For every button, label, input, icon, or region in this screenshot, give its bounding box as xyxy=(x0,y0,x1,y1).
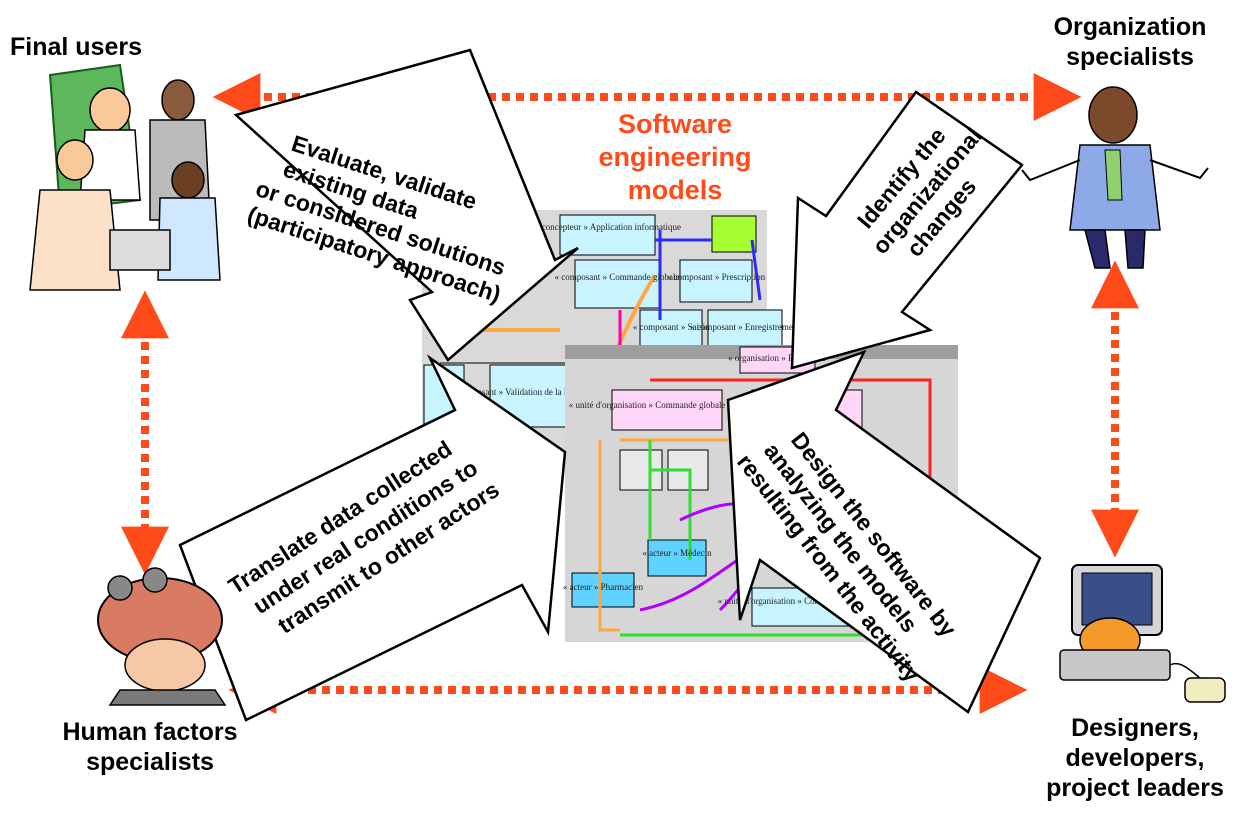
box-text: « acteur » Pharmacien xyxy=(563,582,644,592)
box-text: « composant » Enregistrement xyxy=(690,322,800,332)
designer-illustration xyxy=(1059,564,1226,703)
actor-label-designers: Designers, developers, project leaders xyxy=(1020,713,1250,803)
organization-specialist-illustration xyxy=(1021,86,1209,269)
box-text: « composant » Commande globale xyxy=(555,272,680,282)
box-text: « composant » Validation de la Prescript… xyxy=(451,387,608,397)
actor-label-line: Human factors xyxy=(62,718,238,746)
actor-label-line: project leaders xyxy=(1046,774,1224,802)
actor-label-organization: Organization specialists xyxy=(1010,12,1250,72)
box-text: « composant » Saisie xyxy=(633,322,709,332)
center-title-line: Software xyxy=(617,109,733,139)
callout-identify: Identify the organizational changes xyxy=(790,90,1024,370)
actor-label-line: specialists xyxy=(1066,43,1194,71)
actor-label-line: Organization xyxy=(1053,13,1207,41)
box-text: « acteur » Médecin xyxy=(642,548,712,558)
box-text: « unité d'organisation » Commande global… xyxy=(569,400,765,410)
center-title-line: engineering xyxy=(598,142,752,172)
final-users-illustration xyxy=(29,63,221,291)
box-text: « organisation » Pharmacie xyxy=(728,353,826,363)
box-text: « unité d'organisation » Commande nomina… xyxy=(718,596,889,606)
center-title: Software engineering models xyxy=(560,108,790,207)
callout-translate: Translate data collected under real cond… xyxy=(178,354,567,722)
actor-label-line: Designers, xyxy=(1071,714,1199,742)
human-factors-specialist-illustration xyxy=(97,567,227,706)
actor-label-line: developers, xyxy=(1065,744,1205,772)
center-title-line: models xyxy=(627,175,723,205)
box-text: « concepteur » Application informatique xyxy=(535,222,681,232)
actor-label-human-factors: Human factors specialists xyxy=(20,717,280,777)
actor-label-line: specialists xyxy=(86,748,214,776)
box-text: « composant » Prescription xyxy=(667,272,766,282)
actor-label-final-users: Final users xyxy=(10,33,142,61)
